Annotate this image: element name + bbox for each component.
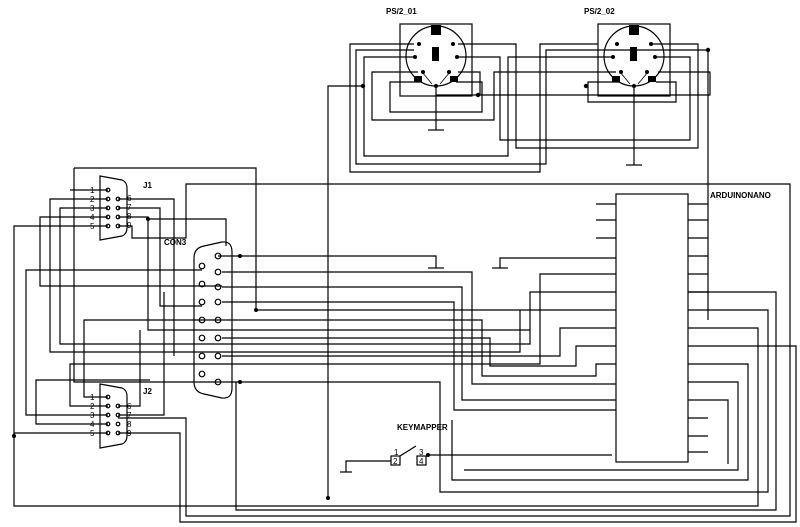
j2-connector: J2 1 2 3 4 5 6 7 8 9: [90, 383, 152, 449]
keymapper-label: KEYMAPPER: [397, 423, 448, 432]
j2-label: J2: [143, 387, 152, 396]
con3-label: CON3: [164, 238, 187, 247]
bus-wiring: [12, 167, 797, 523]
ground-symbols: [218, 254, 616, 269]
j1-label: J1: [143, 181, 152, 190]
switch-pin-1: 1: [394, 448, 399, 457]
arduino-label: ARDUINONANO: [710, 191, 771, 200]
switch-pin-2: 2: [393, 457, 398, 466]
ps2-2-label: PS/2_02: [584, 7, 615, 16]
j2-pin-8: 8: [127, 420, 132, 429]
ps2-connector-2: PS/2_02: [584, 7, 671, 166]
switch-pin-4: 4: [419, 457, 424, 466]
ps2-1-label: PS/2_01: [386, 7, 417, 16]
arduino-nano: ARDUINONANO: [596, 191, 771, 463]
keymapper-switch: KEYMAPPER 1 3 2 4: [340, 423, 612, 473]
ps2-wiring: [327, 43, 711, 498]
ps2-connector-1: PS/2_01: [386, 7, 473, 131]
switch-pin-3: 3: [419, 448, 424, 457]
